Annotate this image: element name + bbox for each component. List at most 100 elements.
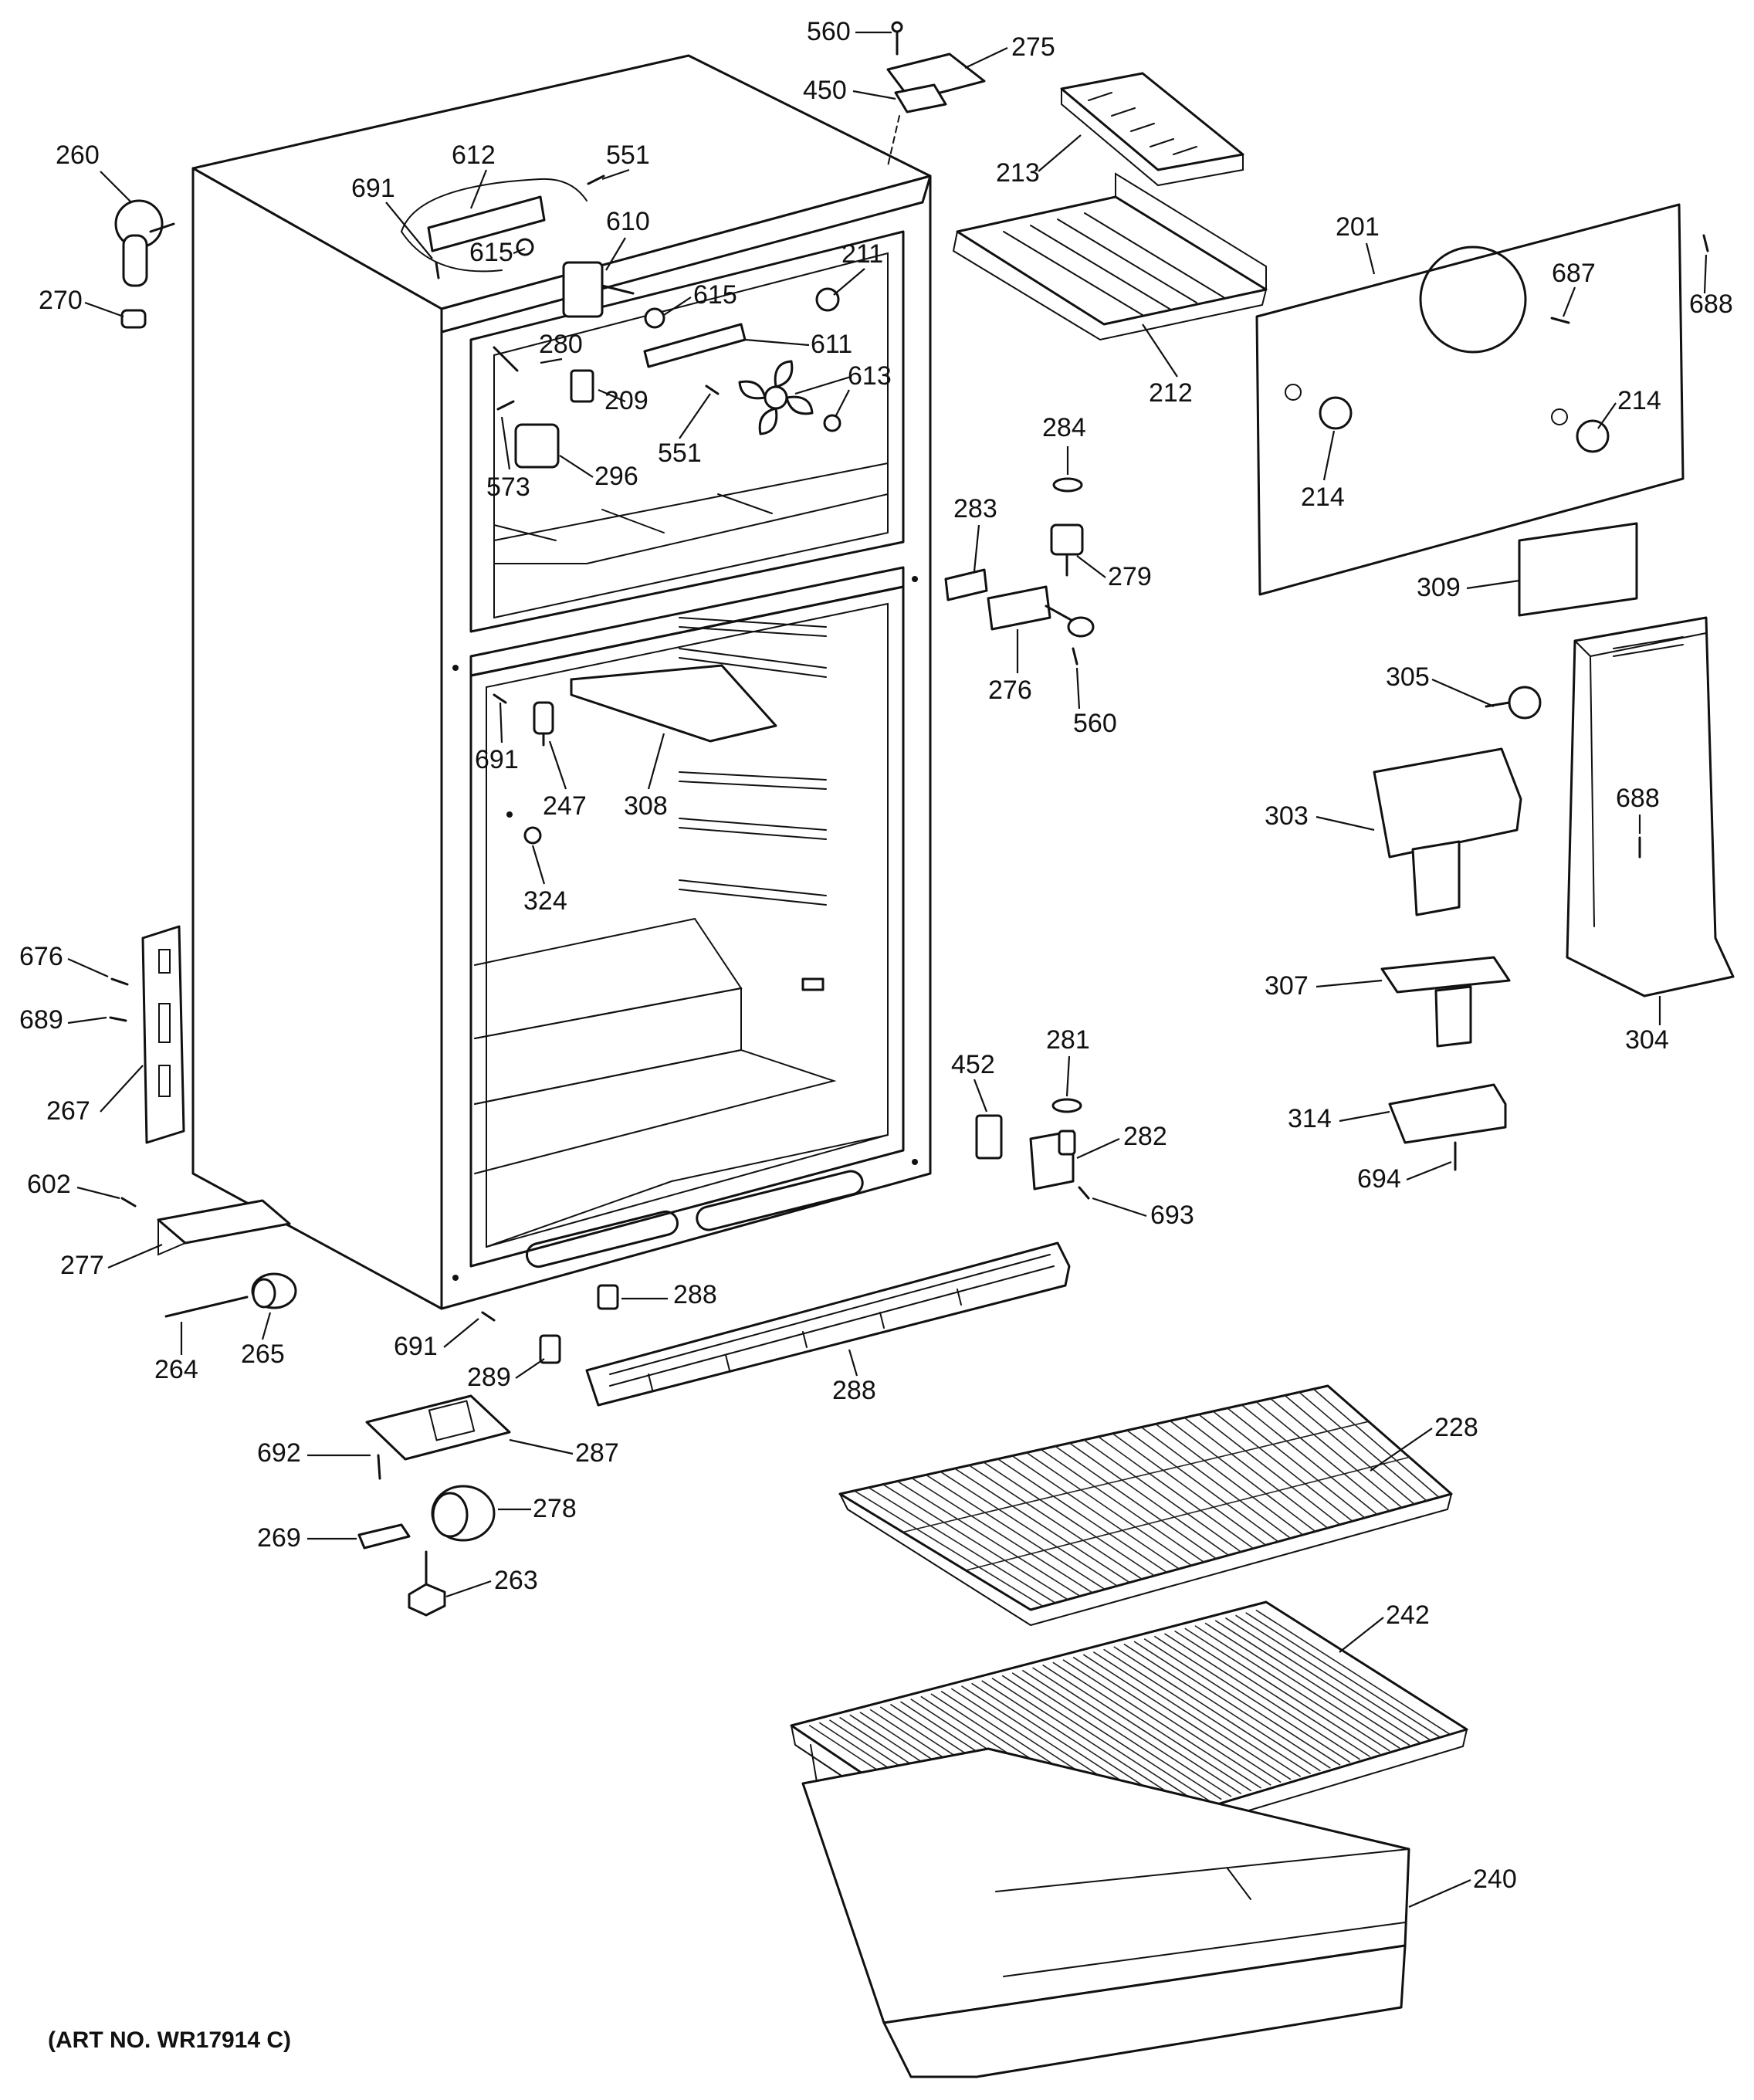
shelf-wire [1026,1451,1192,1567]
leader-line [499,702,503,743]
shelf-wire [896,1480,1081,1597]
leader-line [973,1079,988,1113]
label-264: 264 [154,1355,198,1384]
leader-line [1365,242,1376,275]
part-450-shim [894,83,947,113]
shelf-wire [1040,1448,1204,1563]
leader-line [1370,1428,1433,1472]
leader-line [1597,402,1617,429]
label-276: 276 [988,676,1032,705]
cover-rib [1245,1612,1440,1738]
label-560-a: 560 [807,17,851,46]
leader-line [1322,430,1336,481]
shelf-wire [954,1468,1130,1583]
label-314: 314 [1288,1104,1332,1133]
part-615-grommet-b [644,307,665,329]
label-242: 242 [1386,1600,1430,1630]
part-201-evaporator-cover [1255,203,1685,596]
part-276-hinge [987,585,1095,638]
part-278-roller [431,1485,496,1542]
cover-rib [1224,1617,1420,1743]
shelf-wire [882,1483,1068,1600]
part-247-lamp-socket [533,701,554,747]
leader-line [605,237,626,271]
label-228: 228 [1434,1413,1478,1442]
part-287-bracket [365,1394,511,1461]
cover-rib [991,1677,1193,1809]
label-209: 209 [604,386,648,415]
cover-rib [1092,1651,1292,1780]
label-283: 283 [953,494,997,523]
cover-rib [1184,1628,1380,1755]
leader-line [107,1243,163,1269]
leader-line [1703,254,1708,294]
leader-line [509,1438,574,1455]
cover-rib [1072,1656,1271,1786]
part-214-knob-a [1319,396,1353,430]
part-213-ice-tray [1060,72,1244,187]
leader-line [559,455,594,478]
part-279-pin [1050,523,1084,577]
leader-line [973,524,980,572]
leader-line [1065,1055,1071,1097]
part-324-plug [523,826,542,845]
leader-line [67,957,109,978]
shelf-wire [911,1477,1093,1594]
shelf-wire [1183,1417,1329,1529]
label-284: 284 [1042,413,1086,442]
label-309: 309 [1417,573,1461,602]
cover-rib [1153,1635,1351,1763]
leader-line [76,1186,120,1200]
shelf-wire [1227,1407,1366,1519]
leader-line [1408,1878,1471,1909]
part-212-freezer-shelf [952,172,1268,341]
cover-rib [1255,1609,1450,1735]
part-551-screw-b [705,384,720,395]
part-269-pin [357,1523,411,1550]
label-263: 263 [494,1566,538,1595]
part-612-bracket [401,178,587,273]
leader-line [261,1312,272,1340]
shelf-wire [1068,1442,1229,1556]
label-305: 305 [1386,662,1430,692]
part-691-screw-a [435,261,440,279]
label-691-b: 691 [475,745,519,774]
label-277: 277 [60,1251,104,1280]
leader-line [964,47,1008,69]
shelf-wire [1312,1388,1440,1499]
shelf-rails [679,617,827,906]
cover-rib [1235,1614,1430,1740]
leader-line [500,416,511,470]
shelf-wire [1011,1455,1180,1570]
label-602: 602 [27,1170,71,1199]
label-247: 247 [543,791,587,821]
leader-line [469,169,488,209]
cover-rib [1143,1638,1341,1766]
leader-line [100,171,132,203]
leader-line [1076,555,1106,578]
shelf-wire [868,1487,1056,1604]
cover-rib [1164,1633,1361,1760]
label-214-b: 214 [1301,483,1345,512]
cover-rib [1021,1669,1222,1800]
part-240-crisper-drawer [801,1747,1410,2078]
leader-line [852,90,896,100]
shelf-wire [1212,1411,1353,1522]
label-560-b: 560 [1073,709,1117,738]
part-610-fan-motor [562,261,635,318]
leader-line [1316,979,1383,988]
part-282-hinge [1029,1130,1076,1191]
label-688-b: 688 [1616,784,1660,813]
label-691-a: 691 [351,174,395,203]
leader-line [1431,678,1495,708]
label-288-a: 288 [673,1280,717,1309]
part-289-clip [539,1334,561,1364]
leader-line [1316,815,1375,832]
cover-rib [1001,1675,1202,1806]
part-281-washer [1051,1098,1082,1113]
part-283-shim [944,568,988,601]
leader-line [1339,1110,1390,1123]
label-281: 281 [1046,1025,1090,1055]
label-303: 303 [1265,801,1309,831]
shelf-wire [1140,1426,1292,1539]
